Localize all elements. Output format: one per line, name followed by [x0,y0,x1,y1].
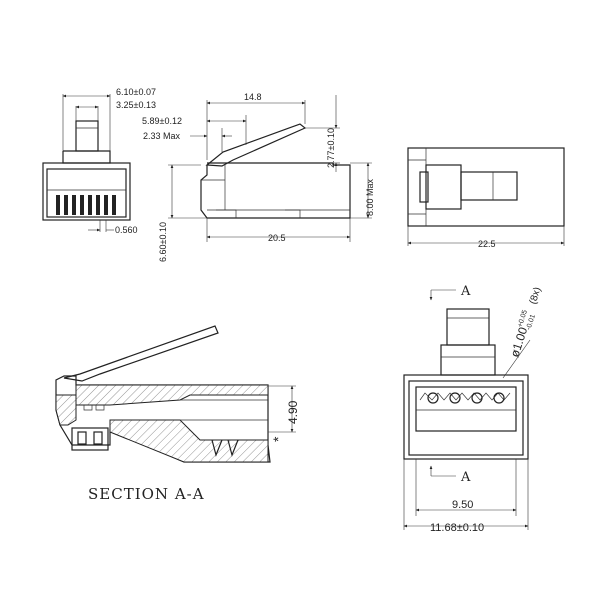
dim-top-length: 22.5 [478,239,496,249]
dim-side-length: 20.5 [268,233,286,243]
dim-side-latch1: 5.89±0.12 [142,116,182,126]
dim-front-inner: 3.25±0.13 [116,100,156,110]
section-mark: * [270,436,286,442]
dim-side-latch2: 2.33 Max [143,131,181,141]
dim-side-offset: 2.77±0.10 [326,128,336,168]
end-view: A A ø1.00 +0.05 -0.01 (8x) 9.50 11.68±0.… [403,284,544,534]
dim-side-height: 8.00 Max [365,178,375,216]
dim-end-outer-width: 11.68±0.10 [430,522,484,534]
top-view: 22.5 [407,147,565,249]
dim-end-inner-width: 9.50 [452,499,473,511]
section-view: 4.90 * SECTION A-A [55,325,300,503]
front-contacts [56,195,116,215]
dim-front-width: 6.10±0.07 [116,87,156,97]
dim-section-height: 4.90 [286,400,300,424]
dim-side-top: 14.8 [244,92,262,102]
side-view: 14.8 5.89±0.12 2.33 Max 2.77±0.10 8.00 M… [142,92,375,262]
section-a-top: A [460,284,471,299]
dim-end-pin-count: (8x) [528,286,544,306]
section-a-bottom: A [460,470,471,485]
dim-side-bottom-height: 6.60±0.10 [158,222,168,262]
dim-end-pin-tol-minus: -0.01 [525,314,537,331]
front-view: 6.10±0.07 3.25±0.13 0.560 [42,87,156,235]
dim-front-bottom: 0.560 [115,225,138,235]
section-title: SECTION A-A [88,485,205,503]
